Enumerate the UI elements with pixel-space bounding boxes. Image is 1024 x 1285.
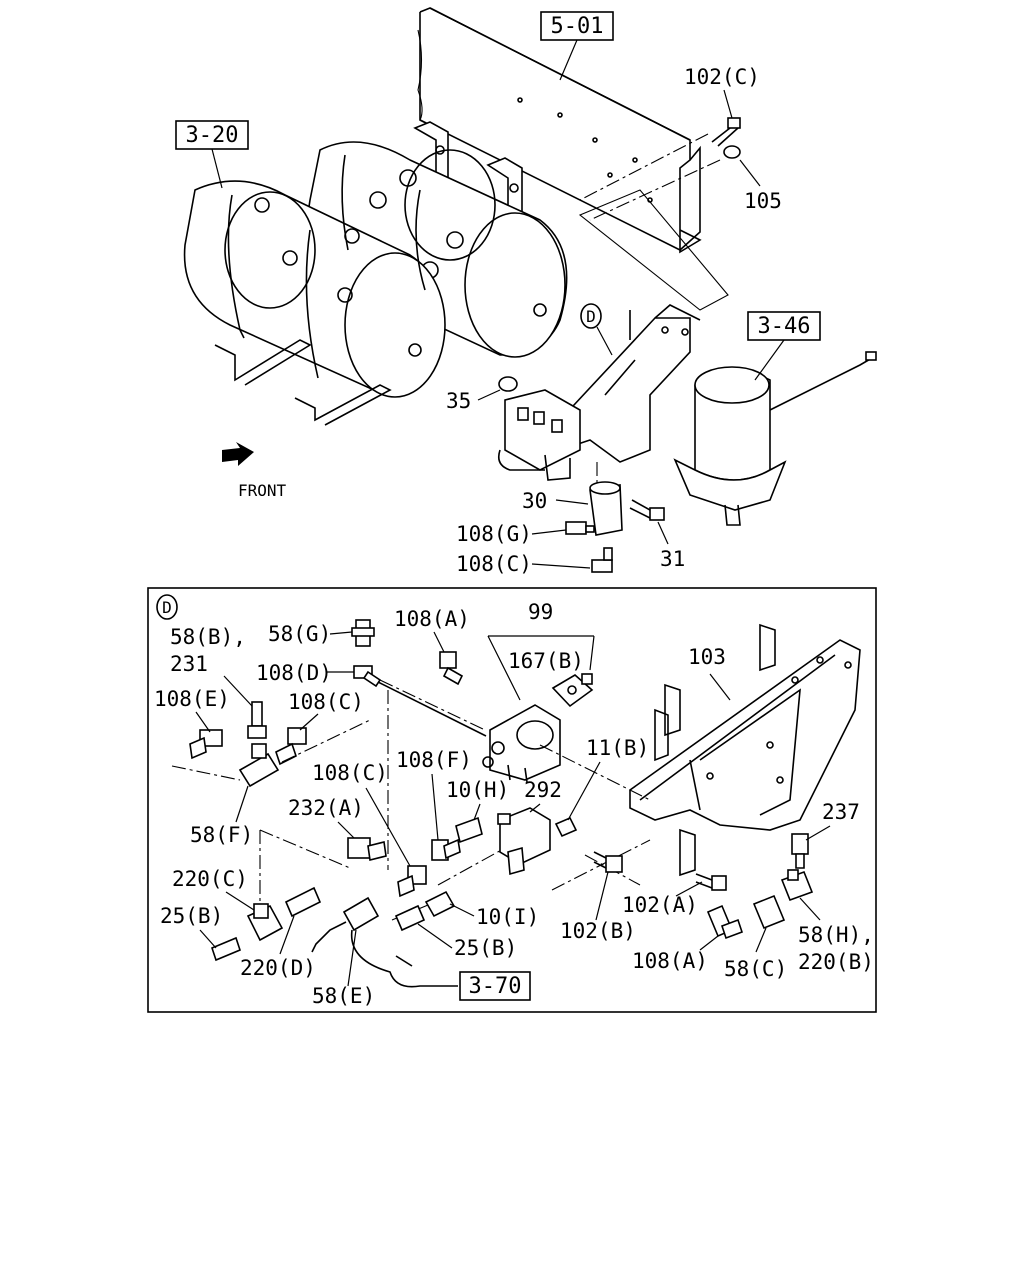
- fitting-108c-top[interactable]: [591, 547, 613, 573]
- label-108e: 108(E): [154, 687, 230, 711]
- label-102a: 102(A): [622, 893, 698, 917]
- label-99: 99: [528, 600, 553, 624]
- label-11b: 11(B): [586, 736, 649, 760]
- bracket-103[interactable]: [629, 623, 861, 877]
- label-58b: 58(B),: [170, 625, 246, 649]
- label-30: 30: [522, 489, 547, 513]
- label-220b: 220(B): [798, 950, 874, 974]
- label-292: 292: [524, 778, 562, 802]
- block-220c[interactable]: [246, 903, 284, 942]
- label-108c-top: 108(C): [456, 552, 532, 576]
- fitting-10h[interactable]: [455, 816, 483, 844]
- fitting-108g-top[interactable]: [565, 521, 595, 535]
- valve-assembly-top: [497, 389, 581, 481]
- fitting-58g[interactable]: [351, 619, 375, 647]
- tee-58f[interactable]: [238, 743, 280, 788]
- label-105: 105: [744, 189, 782, 213]
- valve-99[interactable]: [482, 704, 561, 783]
- elbow-108c-a[interactable]: [275, 727, 307, 766]
- elbow-108e[interactable]: [189, 729, 223, 760]
- bolt-31[interactable]: [629, 499, 665, 521]
- bolt-102a[interactable]: [695, 873, 727, 891]
- detail-d-marker-top[interactable]: D: [580, 303, 602, 329]
- ref-3-20-label: 3-20: [186, 123, 239, 148]
- label-25b-right: 25(B): [454, 936, 517, 960]
- label-231: 231: [170, 652, 208, 676]
- label-103: 103: [688, 645, 726, 669]
- detail-d-marker-top-text: D: [586, 307, 596, 326]
- elbow-108f[interactable]: [431, 838, 461, 861]
- bolt-102c[interactable]: [711, 117, 741, 147]
- bolt-102b[interactable]: [593, 851, 623, 873]
- ref-3-70-label: 3-70: [469, 974, 522, 999]
- part-30[interactable]: [589, 481, 623, 536]
- screw-167b[interactable]: [581, 673, 593, 685]
- label-108f: 108(F): [396, 748, 472, 772]
- detail-d-marker[interactable]: D: [156, 594, 178, 620]
- label-58c: 58(C): [724, 957, 787, 981]
- elbow-232a[interactable]: [347, 837, 387, 861]
- bolt-11b[interactable]: [554, 816, 578, 838]
- elbow-108c-b[interactable]: [397, 865, 427, 898]
- solenoid-292[interactable]: [497, 807, 551, 876]
- air-dryer: [673, 351, 877, 526]
- label-167b: 167(B): [508, 649, 584, 673]
- label-108a-top: 108(A): [394, 607, 470, 631]
- tee-58e[interactable]: [342, 896, 380, 932]
- valve-bracket: [559, 304, 701, 463]
- label-10h: 10(H): [446, 778, 509, 802]
- frame-rail: [417, 7, 702, 254]
- label-102b: 102(B): [560, 919, 636, 943]
- ref-box-5-01[interactable]: 5-01: [540, 11, 614, 41]
- ref-3-46-label: 3-46: [758, 314, 811, 339]
- plug-25b-left[interactable]: [211, 936, 241, 962]
- ref-box-3-20[interactable]: 3-20: [175, 120, 249, 150]
- label-25b-left: 25(B): [160, 904, 223, 928]
- label-232a: 232(A): [288, 796, 364, 820]
- nut-105[interactable]: [723, 145, 741, 159]
- label-220c: 220(C): [172, 867, 248, 891]
- fitting-237[interactable]: [791, 833, 809, 869]
- label-35: 35: [446, 389, 471, 413]
- front-label: FRONT: [238, 481, 287, 500]
- label-31: 31: [660, 547, 685, 571]
- label-108c-b: 108(C): [312, 761, 388, 785]
- ref-box-3-70[interactable]: 3-70: [459, 971, 531, 1001]
- plug-25b-right[interactable]: [394, 904, 426, 932]
- fitting-58b-231[interactable]: [247, 701, 267, 739]
- ref-box-3-46[interactable]: 3-46: [747, 311, 821, 341]
- label-108a-bot: 108(A): [632, 949, 708, 973]
- front-arrow: FRONT: [222, 442, 287, 500]
- label-237: 237: [822, 800, 860, 824]
- label-108g: 108(G): [456, 522, 532, 546]
- fitting-220d[interactable]: [284, 886, 322, 918]
- label-108c-a: 108(C): [288, 690, 364, 714]
- detail-d-marker-text: D: [162, 598, 172, 617]
- elbow-108a-bot[interactable]: [706, 904, 744, 940]
- label-108d: 108(D): [256, 661, 332, 685]
- label-58g: 58(G): [268, 622, 331, 646]
- ref-5-01-label: 5-01: [551, 14, 604, 39]
- label-58f: 58(F): [190, 823, 253, 847]
- label-220d: 220(D): [240, 956, 316, 980]
- label-102c-top: 102(C): [684, 65, 760, 89]
- label-58e: 58(E): [312, 984, 375, 1008]
- label-10i: 10(I): [476, 905, 539, 929]
- air-tanks: [183, 141, 568, 426]
- elbow-108a-top[interactable]: [439, 651, 464, 686]
- coupler-58c[interactable]: [752, 894, 786, 930]
- fitting-58h-220b[interactable]: [780, 869, 814, 902]
- nut-35[interactable]: [498, 376, 518, 392]
- label-58h: 58(H),: [798, 923, 874, 947]
